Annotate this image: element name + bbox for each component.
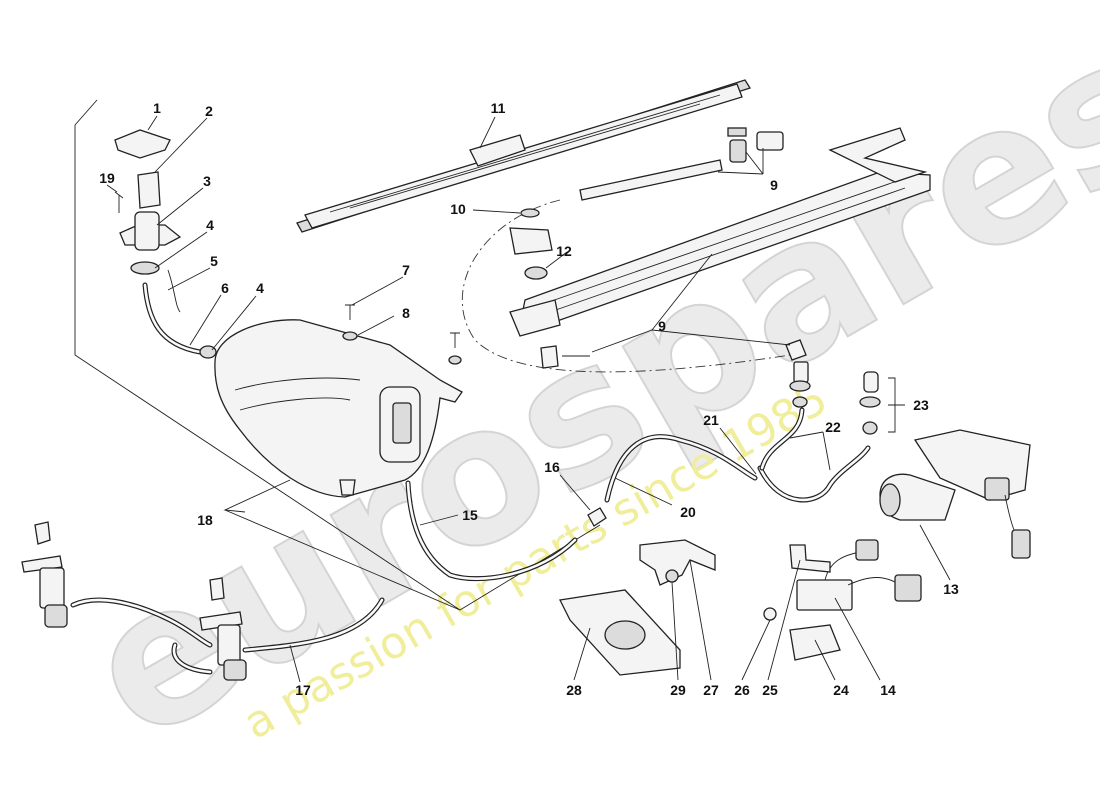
callout-2: 2 [205,103,213,119]
callout-22: 22 [825,419,841,435]
callout-13: 13 [943,581,959,597]
wiper-linkage-group-outline [461,199,791,373]
callout-21: 21 [703,412,719,428]
callout-4-lower: 4 [256,280,264,296]
callout-14: 14 [880,682,896,698]
callout-29: 29 [670,682,686,698]
wiper-blade [296,79,751,233]
callout-20: 20 [680,504,696,520]
callout-19: 19 [99,170,115,186]
leader-lines [106,115,951,683]
callout-26: 26 [734,682,750,698]
boundary-lines [74,99,791,611]
washer-pumps [21,521,385,681]
callout-1: 1 [153,100,161,116]
callout-3: 3 [203,173,211,189]
callout-8: 8 [402,305,410,321]
callout-6: 6 [221,280,229,296]
callout-18: 18 [197,512,213,528]
callout-labels: 1 2 3 4 5 6 4 19 7 8 10 11 12 9 9 18 15 … [99,100,959,698]
screws [342,304,462,365]
callout-23: 23 [913,397,929,413]
callout-27: 27 [703,682,719,698]
washer-reservoir [214,319,463,498]
callout-16: 16 [544,459,560,475]
callout-9-upper: 9 [770,177,778,193]
callout-25: 25 [762,682,778,698]
callout-11: 11 [491,100,506,116]
callout-5: 5 [210,253,218,269]
callout-24: 24 [833,682,849,698]
callout-9-lower: 9 [658,318,666,334]
callout-15: 15 [462,507,478,523]
callout-28: 28 [566,682,582,698]
wiper-linkage [509,127,931,369]
callout-17: 17 [295,682,311,698]
callout-4-upper: 4 [206,217,214,233]
callout-10: 10 [450,201,466,217]
wiper-motor [879,429,1031,559]
hoses [405,407,871,582]
callout-7: 7 [402,262,410,278]
callout-12: 12 [556,243,572,259]
washer-jets [785,339,881,435]
electrical-parts [559,539,922,676]
filler-neck-assembly [114,129,217,359]
